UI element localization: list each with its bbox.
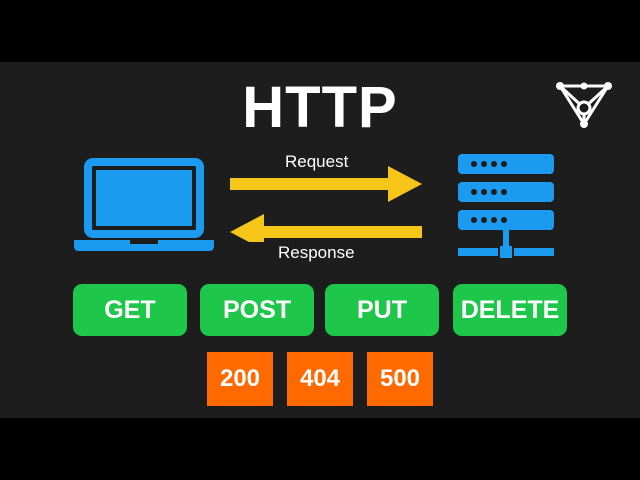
method-delete: DELETE (453, 284, 567, 336)
network-logo-icon (556, 82, 612, 128)
status-codes: 200 404 500 (207, 352, 433, 406)
laptop-icon (74, 158, 214, 251)
method-get: GET (73, 284, 187, 336)
response-label: Response (278, 243, 355, 262)
method-post: POST (200, 284, 314, 336)
method-put: PUT (325, 284, 439, 336)
request-arrow (230, 166, 422, 202)
request-label: Request (285, 152, 349, 171)
server-icon (458, 154, 554, 258)
status-code-500: 500 (367, 352, 433, 406)
response-arrow (230, 214, 422, 242)
status-code-404: 404 (287, 352, 353, 406)
page-title: HTTP (242, 75, 398, 140)
http-methods: GET POST PUT DELETE (73, 284, 567, 336)
status-code-200: 200 (207, 352, 273, 406)
diagram-canvas: HTTP Request Response (0, 62, 640, 418)
request-response-arrows (230, 166, 422, 242)
